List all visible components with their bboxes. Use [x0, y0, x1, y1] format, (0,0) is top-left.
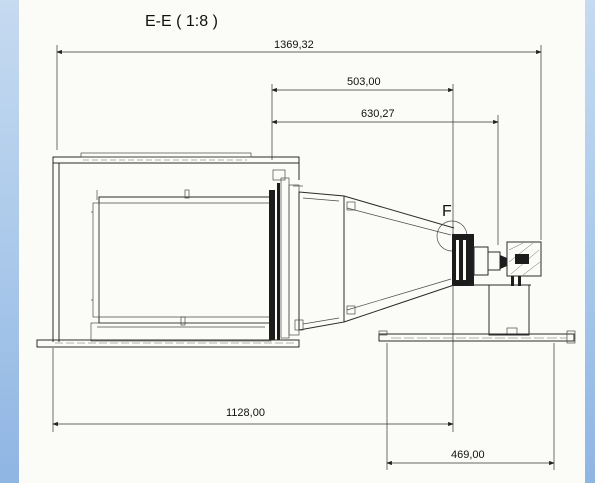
- dimension-630: 630,27: [271, 108, 499, 245]
- dim-label-1128: 1128,00: [226, 407, 265, 419]
- dim-label-503: 503,00: [347, 76, 381, 88]
- base-frame: [36, 330, 576, 348]
- dimension-1128: 1128,00: [52, 285, 454, 432]
- drawing-sheet: E-E ( 1:8 ) 1369,32 503,00 630,27: [19, 0, 585, 483]
- section-view-drawing: E-E ( 1:8 ) 1369,32 503,00 630,27: [36, 13, 576, 470]
- dimension-469: 469,00: [386, 343, 555, 470]
- cabinet-body: [52, 152, 300, 342]
- drive-assembly: [452, 234, 542, 336]
- conical-transition: [293, 185, 455, 331]
- dim-label-469: 469,00: [451, 449, 485, 461]
- view-title: E-E ( 1:8 ): [145, 13, 218, 30]
- dimension-overall-length: 1369,32: [56, 39, 542, 240]
- detail-label: F: [442, 203, 452, 220]
- dim-label-630: 630,27: [361, 108, 395, 120]
- dim-label-1369: 1369,32: [274, 39, 314, 51]
